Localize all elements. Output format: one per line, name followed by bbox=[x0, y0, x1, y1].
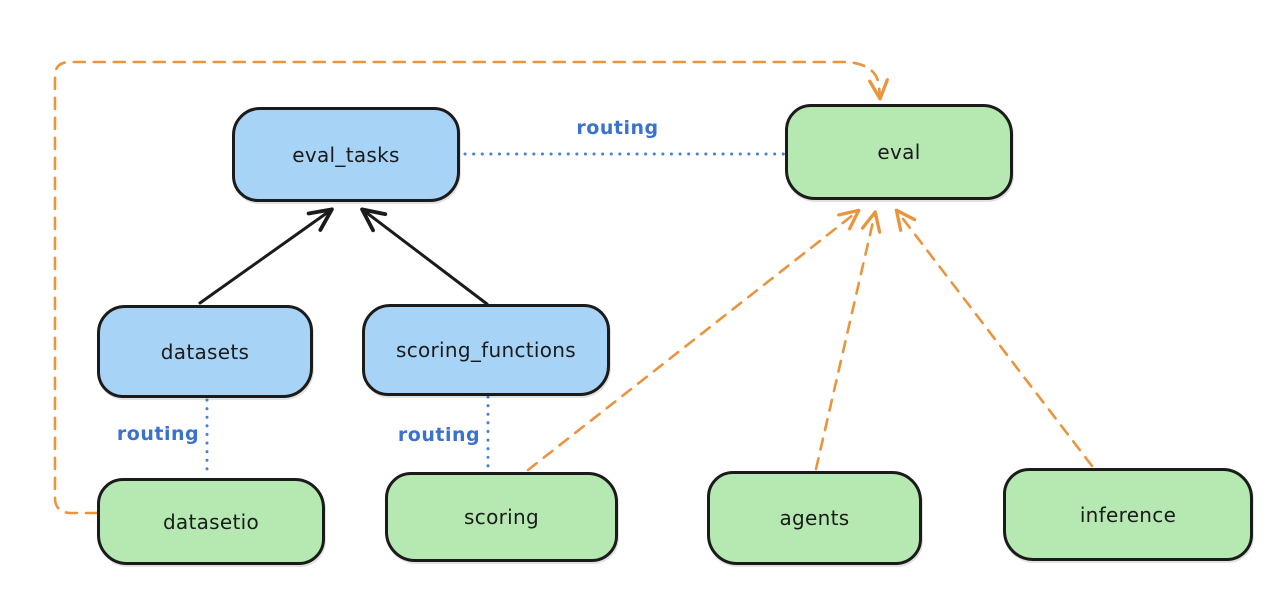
node-scoring-label: scoring bbox=[464, 505, 539, 529]
node-scoring-functions: scoring_functions bbox=[362, 304, 610, 396]
edge-label-routing-datasets: routing bbox=[116, 423, 200, 445]
node-eval: eval bbox=[785, 104, 1013, 200]
edge-datasetio-to-eval bbox=[53, 60, 889, 515]
node-datasets-label: datasets bbox=[160, 339, 250, 364]
edge-scoring-to-eval bbox=[526, 208, 861, 472]
node-datasetio: datasetio bbox=[97, 478, 325, 565]
node-scoring-functions-label: scoring_functions bbox=[395, 338, 577, 362]
node-datasetio-label: datasetio bbox=[162, 509, 260, 534]
edge-inference-to-eval bbox=[894, 208, 1094, 468]
node-datasets: datasets bbox=[97, 305, 313, 398]
node-eval-label: eval bbox=[877, 140, 921, 164]
node-inference-label: inference bbox=[1079, 502, 1177, 527]
edge-datasets-to-eval-tasks bbox=[198, 207, 334, 305]
node-agents-label: agents bbox=[779, 506, 850, 530]
node-eval-tasks-label: eval_tasks bbox=[292, 142, 400, 167]
node-inference: inference bbox=[1003, 468, 1253, 561]
node-eval-tasks: eval_tasks bbox=[232, 107, 460, 202]
edge-label-routing-scoring: routing bbox=[397, 424, 481, 446]
node-scoring: scoring bbox=[385, 472, 618, 562]
edge-label-routing-top: routing bbox=[576, 117, 659, 139]
edge-agents-to-eval bbox=[814, 210, 882, 471]
node-agents: agents bbox=[707, 471, 922, 565]
edge-scoring-functions-to-eval-tasks bbox=[360, 207, 489, 306]
